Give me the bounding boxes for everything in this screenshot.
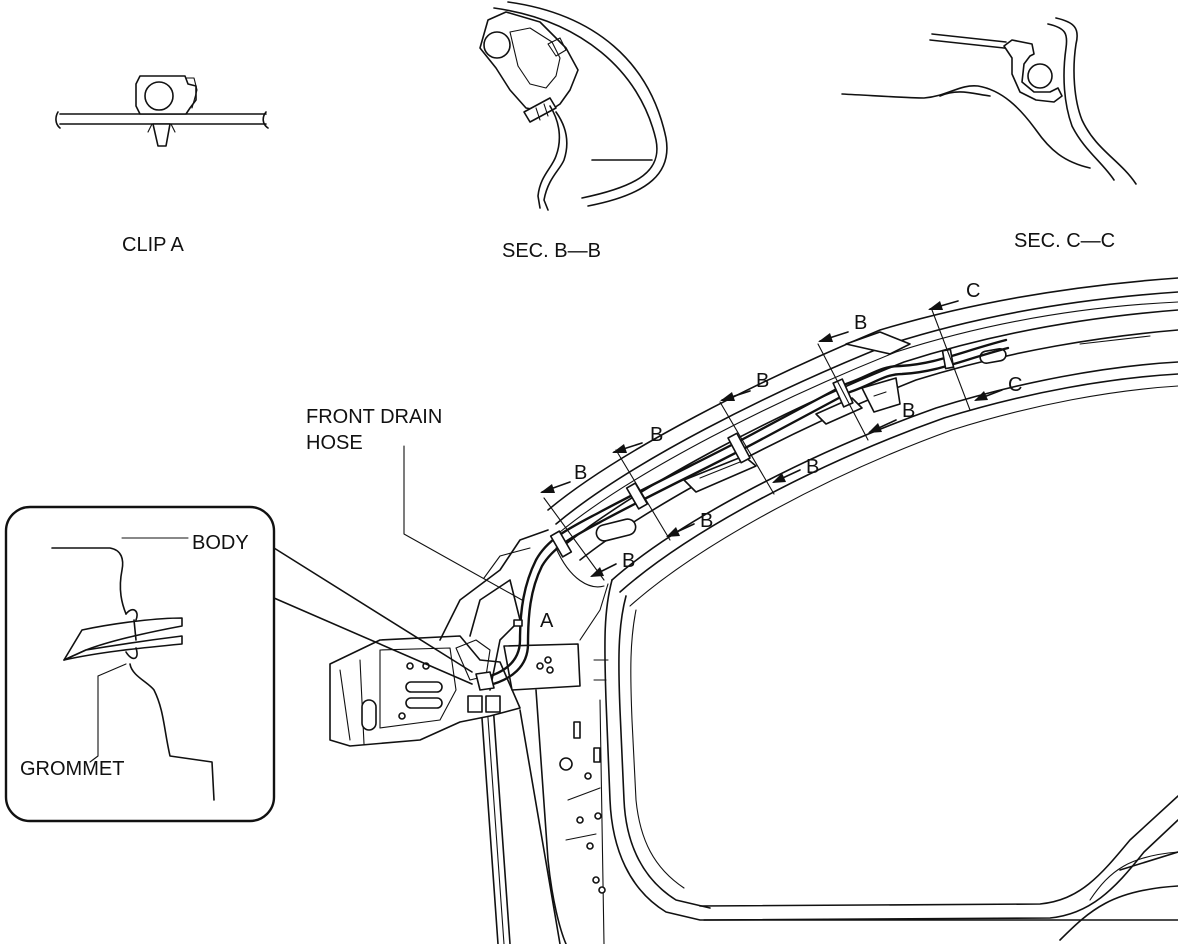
section-b-marker: B	[574, 462, 588, 484]
clip-a-label: CLIP A	[122, 234, 184, 256]
grommet-inset	[4, 505, 473, 823]
section-b-marker: B	[854, 312, 868, 334]
clip-a-detail	[55, 75, 269, 147]
body-side-structure	[329, 277, 1178, 944]
grommet-label: GROMMET	[20, 758, 125, 780]
section-b-marker: B	[622, 550, 636, 572]
front-drain-hose-label-line2: HOSE	[306, 432, 363, 454]
section-cut-lines	[543, 309, 971, 581]
front-drain-hose-leader	[403, 445, 523, 601]
section-b-marker: B	[902, 400, 916, 422]
sec-c-label: SEC. C—C	[1014, 230, 1116, 252]
sec-c-detail	[841, 17, 1137, 185]
section-b-marker: B	[806, 456, 820, 478]
front-drain-hose-label-line1: FRONT DRAIN	[306, 406, 443, 428]
section-c-marker: C	[1008, 374, 1023, 396]
section-arrows	[540, 300, 1003, 577]
section-b-marker: B	[756, 370, 770, 392]
sec-b-detail	[479, 1, 668, 211]
clip-a-marker: A	[540, 610, 554, 632]
section-b-marker: B	[650, 424, 664, 446]
section-c-marker: C	[966, 280, 981, 302]
sec-b-label: SEC. B—B	[502, 240, 601, 262]
body-label: BODY	[192, 532, 249, 554]
section-b-marker: B	[700, 510, 714, 532]
